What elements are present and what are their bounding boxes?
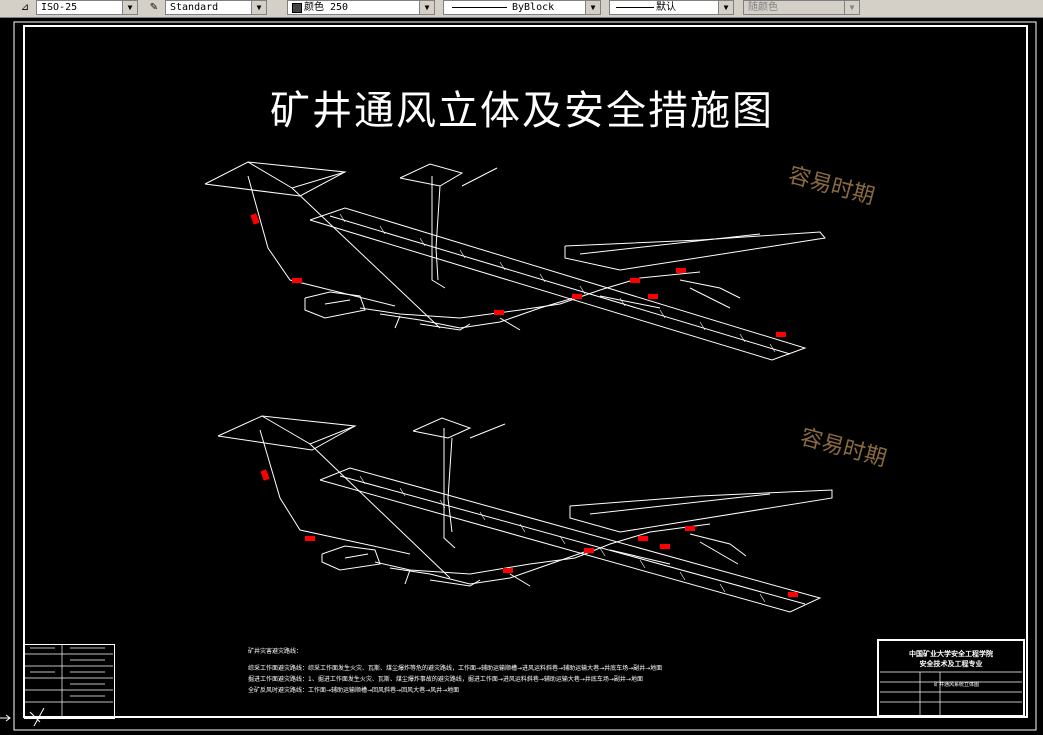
linetype-value: ByBlock — [512, 2, 555, 13]
color-select[interactable]: 颜色 250 ▼ — [287, 0, 435, 15]
legend-table-lines — [24, 644, 113, 717]
dimstyle-icon[interactable]: ⊿ — [16, 0, 34, 15]
roadway-hatch-bottom — [359, 475, 766, 603]
title-block-major: 安全技术及工程专业 — [919, 660, 983, 668]
ventilation-diagram-bottom — [217, 415, 833, 613]
note-line: 矿井灾害避灾路线： — [248, 648, 303, 655]
outer-frame — [13, 21, 1037, 731]
note-line: 掘进工作面避灾路线：1、掘进工作面发生火灾、瓦斯、煤尘爆炸事故的避灾路线，掘进工… — [248, 676, 643, 683]
textstyle-icon[interactable]: ✎ — [145, 0, 163, 15]
chevron-down-icon[interactable]: ▼ — [251, 1, 266, 14]
color-value: 颜色 250 — [304, 2, 349, 13]
title-block-lines — [880, 671, 1022, 717]
note-line: 综采工作面避灾路线：综采工作面发生火灾、瓦斯、煤尘爆炸等危的避灾路线，工作面→辅… — [248, 665, 663, 672]
note-line: 全矿反风时避灾路线：工作面→辅助运输顺槽→回风斜巷→回风大巷→风井→地面 — [248, 687, 460, 694]
red-markers-bottom — [260, 469, 798, 597]
chevron-down-icon[interactable]: ▼ — [585, 1, 600, 14]
red-markers-top — [250, 213, 786, 337]
chevron-down-icon[interactable]: ▼ — [122, 1, 137, 14]
drawing-canvas[interactable]: 矿井通风立体及安全措施图 容易时期 容易时期 矿井灾害避灾路线： 综采工作面避灾… — [0, 18, 1043, 735]
roadway-hatch-top — [339, 213, 776, 353]
line-sample — [616, 7, 654, 8]
chevron-down-icon[interactable]: ▼ — [844, 1, 859, 14]
legend-table — [24, 644, 115, 719]
line-sample — [452, 7, 507, 8]
plotstyle-select[interactable]: 随颜色 ▼ — [743, 0, 860, 15]
linetype-select[interactable]: ByBlock ▼ — [443, 0, 601, 15]
lineweight-select[interactable]: 默认 ▼ — [609, 0, 734, 15]
cad-toolbar: ⊿ ISO-25 ▼ ✎ Standard ▼ 颜色 250 ▼ ByBlock… — [0, 0, 1043, 18]
chevron-down-icon[interactable]: ▼ — [419, 1, 434, 14]
drawing-title: 矿井通风立体及安全措施图 — [270, 88, 774, 134]
textstyle-select[interactable]: Standard ▼ — [165, 0, 267, 15]
plotstyle-value: 随颜色 — [748, 2, 778, 13]
title-block-school: 中国矿业大学安全工程学院 — [909, 650, 993, 658]
ventilation-diagram-top — [204, 161, 826, 361]
lineweight-value: 默认 — [656, 2, 676, 13]
dimstyle-select[interactable]: ISO-25 ▼ — [36, 0, 138, 15]
title-block-drawing-name: 矿井通风系统立体图 — [934, 682, 980, 688]
inner-frame — [23, 25, 1028, 718]
escape-route-notes: 矿井灾害避灾路线： 综采工作面避灾路线：综采工作面发生火灾、瓦斯、煤尘爆炸等危的… — [248, 646, 662, 696]
color-swatch — [292, 3, 302, 13]
drawing-svg — [0, 21, 1037, 731]
textstyle-value: Standard — [170, 2, 219, 13]
title-block: 中国矿业大学安全工程学院 安全技术及工程专业 矿井通风系统立体图 — [877, 639, 1025, 717]
dimstyle-value: ISO-25 — [41, 2, 78, 13]
ucs-icon — [0, 707, 45, 727]
chevron-down-icon[interactable]: ▼ — [718, 1, 733, 14]
